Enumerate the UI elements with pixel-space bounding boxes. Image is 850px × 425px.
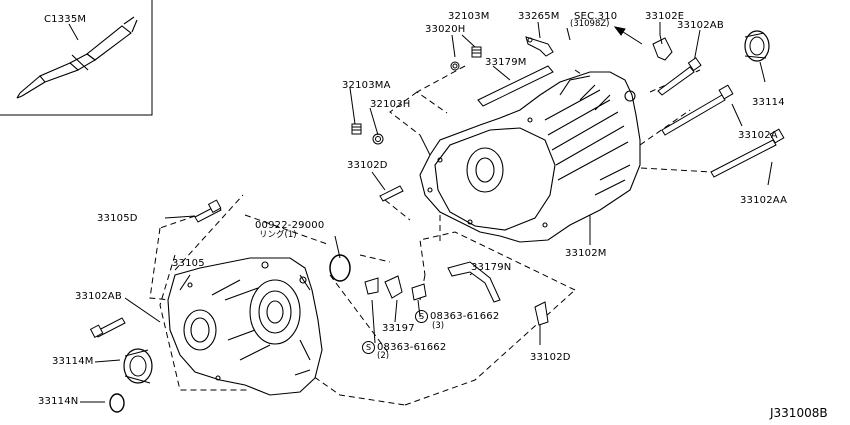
label-33102ab-top: 33102AB [677,20,724,31]
label-32103m: 32103M [448,11,490,22]
label-33105d: 33105D [97,213,138,224]
label-33102d-bottom: 33102D [530,352,571,363]
screw-mark-right: S [415,310,428,323]
label-33102aa: 33102AA [740,195,788,206]
label-c1335m: C1335M [44,14,87,25]
label-bolt-right-qty: (3) [432,321,445,331]
label-33114: 33114 [752,97,785,108]
label-33102a: 33102A [738,130,778,141]
label-33102ab-left: 33102AB [75,291,122,302]
arrow-icon [613,26,643,45]
long-bolts [657,57,785,178]
screw-mark-left: S [362,341,375,354]
sealant-tube-icon [16,16,138,99]
label-33102d-top: 33102D [347,160,388,171]
label-ring-part-no: 00922-29000 [255,220,325,231]
label-33197: 33197 [382,323,415,334]
label-33102m: 33102M [565,248,607,259]
label-33265m: 33265M [518,11,560,22]
inset-frame [0,0,153,116]
rear-extension-housing [419,71,641,243]
label-33114m: 33114M [52,356,94,367]
label-33179m: 33179M [485,57,527,68]
diagram-id: J331008B [770,406,828,420]
label-33114n: 33114N [38,396,79,407]
label-32103ma: 32103MA [342,80,391,91]
label-sec310: SEC.310 [574,11,618,22]
label-bolt-left: 08363-61662 [377,342,447,353]
label-33102e: 33102E [645,11,685,22]
label-sec310-ref: (31098Z) [570,19,610,29]
label-33105: 33105 [172,258,205,269]
label-33020h: 33020H [425,24,466,35]
label-32103h: 32103H [370,99,411,110]
label-33179n: 33179N [471,262,512,273]
label-bolt-right: 08363-61662 [430,311,500,322]
transfer-front-housing [167,257,323,396]
label-ring-qty: リング(1) [259,230,297,240]
label-bolt-left-qty: (2) [377,351,390,361]
